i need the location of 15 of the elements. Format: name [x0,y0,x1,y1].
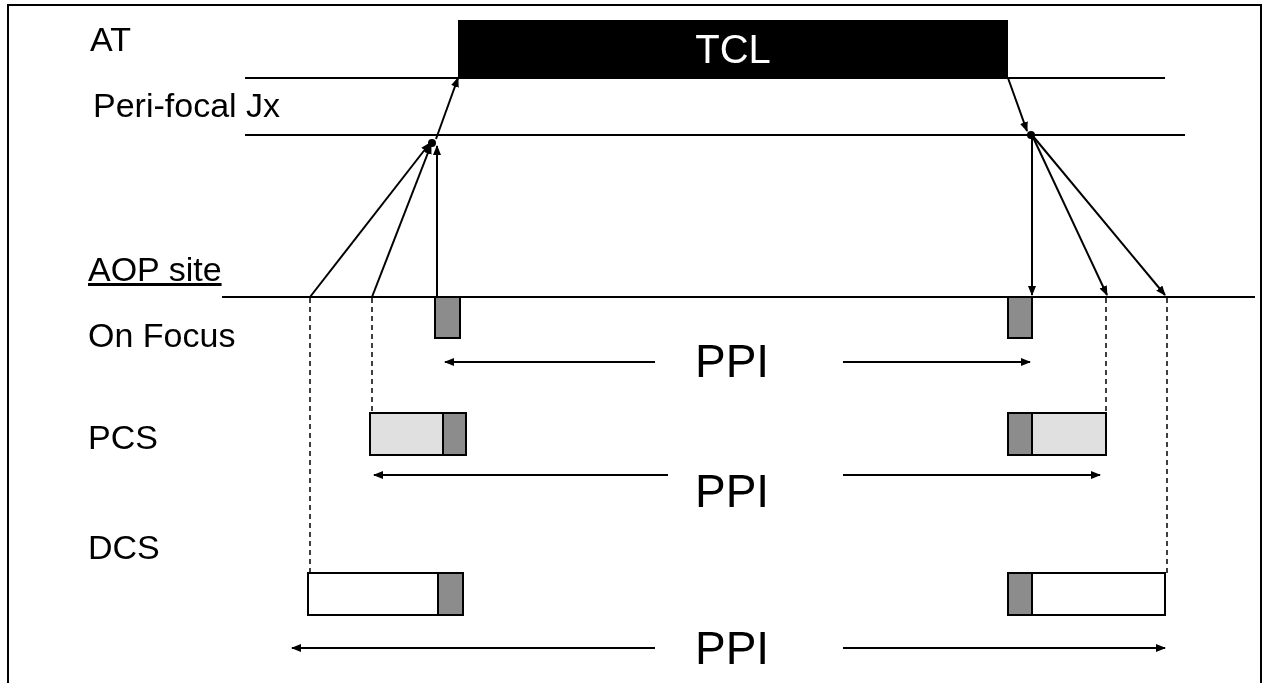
row-label: AT [90,22,131,56]
conduction-arrow [435,77,459,140]
junction-dot [1027,131,1035,139]
conduction-arrow [1007,77,1028,132]
junction-dot [428,139,436,147]
interval-label: PPI [695,625,770,671]
row-label: AOP site [88,252,222,286]
bar-box [458,20,1008,78]
bar-label: TCL [695,29,771,69]
interval-label: PPI [695,468,770,514]
row-label: Peri-focal Jx [93,88,281,122]
row-label: PCS [88,420,158,454]
row-label: DCS [88,530,160,564]
interval-label: PPI [695,338,770,384]
row-label: On Focus [88,318,236,352]
